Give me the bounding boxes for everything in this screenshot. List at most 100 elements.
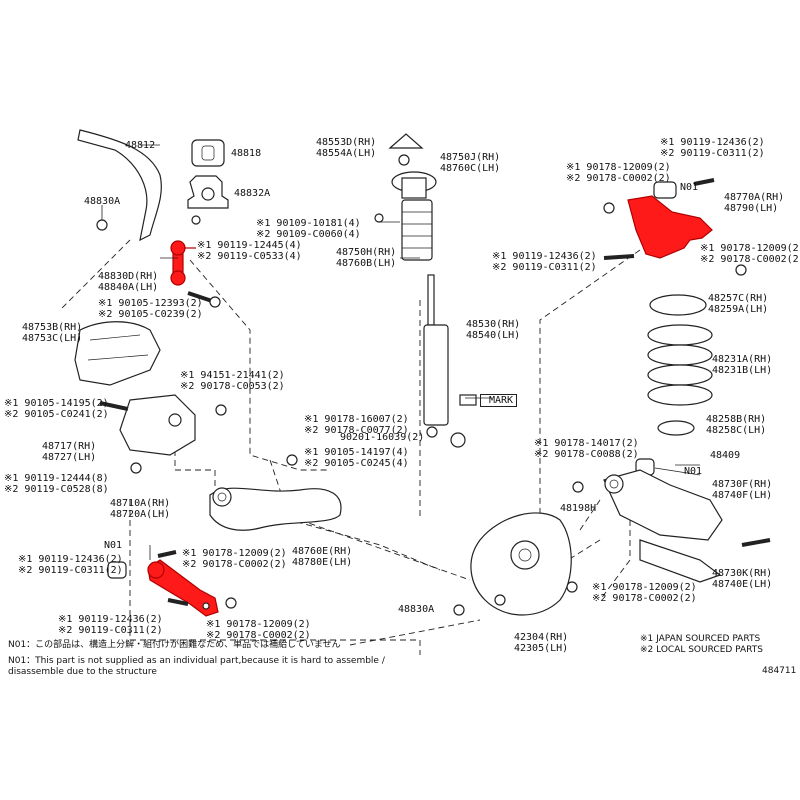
- label-90119-12436-l2: ※1 90119-12436(2): [58, 614, 163, 625]
- dust-boot: [401, 199, 433, 261]
- label-48832A: 48832A: [234, 188, 271, 199]
- label-90178-C0088: ※2 90178-C0088(2): [534, 449, 639, 460]
- label-90105-14195: ※1 90105-14195(2): [4, 398, 109, 409]
- label-48730K: 48730K(RH): [712, 568, 773, 579]
- label-90201: 90201-16039(2): [340, 432, 425, 443]
- label-90178-12009-l1: ※1 90178-12009(2): [182, 548, 287, 559]
- upper-mount: [391, 171, 437, 199]
- lower-arm-highlight: [147, 559, 219, 617]
- label-90178-C0077: ※2 90178-C0077(2): [304, 425, 409, 436]
- label-90105-12393: ※1 90105-12393(2): [98, 298, 203, 309]
- note-n01-japanese: N01：この部品は、構造上分解・組付けが困難なため、単品では補給していません: [8, 640, 341, 650]
- legend-local-sourced: ※2 LOCAL SOURCED PARTS: [640, 645, 763, 655]
- label-n01-right: N01: [684, 466, 703, 477]
- note-n01-english-line1: N01：This part is not supplied as an indi…: [8, 656, 385, 666]
- label-48198H: 48198H: [560, 503, 597, 514]
- trailing-arm: [209, 487, 342, 531]
- label-90178-C0002-l1: ※2 90178-C0002(2): [182, 559, 287, 570]
- leaders: [101, 205, 701, 560]
- label-48753B: 48753B(RH): [22, 322, 83, 333]
- label-48727: 48727(LH): [42, 452, 97, 463]
- bump-cover: [74, 321, 161, 386]
- label-90109-C0060: ※2 90109-C0060(4): [256, 229, 361, 240]
- label-48830A-bottom: 48830A: [398, 604, 435, 615]
- stabilizer-bar: [77, 129, 162, 242]
- label-48760B: 48760B(LH): [336, 258, 397, 269]
- upper-arm-highlight: [603, 178, 715, 260]
- legend-japan-sourced: ※1 JAPAN SOURCED PARTS: [640, 634, 761, 644]
- label-48818: 48818: [231, 148, 262, 159]
- shock-absorber: [423, 274, 477, 448]
- label-90178-12009-mid-right: ※1 90178-12009(2): [700, 243, 800, 254]
- label-42305: 42305(LH): [514, 643, 569, 654]
- label-48257C: 48257C(RH): [708, 293, 769, 304]
- label-48540: 48540(LH): [466, 330, 521, 341]
- label-90178-C0002-r3: ※2 90178-C0002(2): [592, 593, 697, 604]
- label-48258B: 48258B(RH): [706, 414, 767, 425]
- label-90119-12444: ※1 90119-12444(8): [4, 473, 109, 484]
- toe-link: [639, 538, 771, 583]
- label-48720A: 48720A(LH): [110, 509, 171, 520]
- label-48231B: 48231B(LH): [712, 365, 773, 376]
- label-48780E: 48780E(LH): [292, 557, 353, 568]
- label-48750J: 48750J(RH): [440, 152, 501, 163]
- label-48770A: 48770A(RH): [724, 192, 785, 203]
- label-90119-12436-l1: ※1 90119-12436(2): [18, 554, 123, 565]
- label-90105-14197: ※1 90105-14197(4): [304, 447, 409, 458]
- lower-arm-bracket: [119, 394, 196, 456]
- label-90119-C0311-l1: ※2 90119-C0311(2): [18, 565, 123, 576]
- coil-spring: [647, 324, 713, 406]
- label-90119-C0311-top-right: ※2 90119-C0311(2): [660, 148, 765, 159]
- label-90178-12009-r3: ※1 90178-12009(2): [592, 582, 697, 593]
- label-90178-12009-l2: ※1 90178-12009(2): [206, 619, 311, 630]
- spring-seat-upper: [649, 294, 707, 316]
- label-94151: ※1 94151-21441(2): [180, 370, 285, 381]
- label-48740E: 48740E(LH): [712, 579, 773, 590]
- label-90119-C0311-mid-right: ※2 90119-C0311(2): [492, 262, 597, 273]
- label-90105-C0245: ※2 90105-C0245(4): [304, 458, 409, 469]
- figure-number: 484711: [762, 666, 797, 676]
- label-48554A: 48554A(LH): [316, 148, 377, 159]
- label-90119-12436-top-right: ※1 90119-12436(2): [660, 137, 765, 148]
- label-90178-C0002-top-right: ※2 90178-C0002(2): [566, 173, 671, 184]
- label-90119-12445: ※1 90119-12445(4): [197, 240, 302, 251]
- label-90178-14017: ※1 90178-14017(2): [534, 438, 639, 449]
- lower-arm-right: [603, 469, 723, 541]
- label-48830A-top: 48830A: [84, 196, 121, 207]
- label-48812: 48812: [125, 140, 156, 151]
- bolt-side: [99, 401, 129, 411]
- label-48760E: 48760E(RH): [292, 546, 353, 557]
- label-48553D: 48553D(RH): [316, 137, 377, 148]
- bolt: [187, 291, 221, 308]
- label-48409: 48409: [710, 450, 741, 461]
- label-48760C: 48760C(LH): [440, 163, 501, 174]
- label-48753C: 48753C(LH): [22, 333, 83, 344]
- label-42304: 42304(RH): [514, 632, 569, 643]
- label-48790: 48790(LH): [724, 203, 779, 214]
- label-48840A: 48840A(LH): [98, 282, 159, 293]
- spring-seat-lower: [657, 420, 695, 436]
- label-48750H: 48750H(RH): [336, 247, 397, 258]
- label-48259A: 48259A(LH): [708, 304, 769, 315]
- note-n01-english-line2: disassemble due to the structure: [8, 667, 157, 677]
- bushing-left: [107, 561, 127, 579]
- label-mark: MARK: [480, 394, 518, 407]
- label-90119-12436-mid-right: ※1 90119-12436(2): [492, 251, 597, 262]
- label-48231A: 48231A(RH): [712, 354, 773, 365]
- label-90109-10181: ※1 90109-10181(4): [256, 218, 361, 229]
- stabilizer-bracket: [187, 175, 229, 209]
- label-90105-C0241: ※2 90105-C0241(2): [4, 409, 109, 420]
- label-48830D: 48830D(RH): [98, 271, 159, 282]
- label-90178-C0002-l2: ※2 90178-C0002(2): [206, 630, 311, 641]
- label-90178-C0053: ※2 90178-C0053(2): [180, 381, 285, 392]
- label-48710A: 48710A(RH): [110, 498, 171, 509]
- small-nuts: [96, 202, 747, 616]
- label-48258C: 48258C(LH): [706, 425, 767, 436]
- label-90105-C0239: ※2 90105-C0239(2): [98, 309, 203, 320]
- label-48730F: 48730F(RH): [712, 479, 773, 490]
- label-90178-16007: ※1 90178-16007(2): [304, 414, 409, 425]
- label-48530: 48530(RH): [466, 319, 521, 330]
- label-48740F: 48740F(LH): [712, 490, 773, 501]
- label-90178-C0002-mid-right: ※2 90178-C0002(2): [700, 254, 800, 265]
